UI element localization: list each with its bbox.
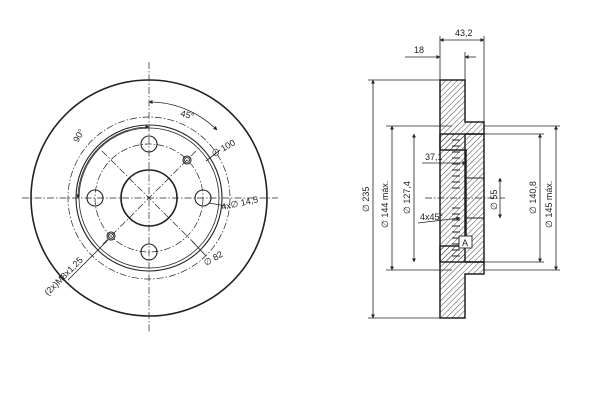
chamfer-label: 4x45° bbox=[420, 212, 444, 222]
dim-43-2-label: 43,2 bbox=[455, 28, 473, 38]
dim-144-label: ∅ 144 máx. bbox=[380, 181, 390, 228]
angle-90-label: 90° bbox=[71, 127, 87, 144]
dim-127-4-label: ∅ 127,4 bbox=[402, 181, 412, 214]
thread-hole-upper-right-minor bbox=[184, 157, 190, 163]
dim-37-1-label: 37,1 bbox=[425, 152, 443, 162]
holes-label: 4x∅ 14,5 bbox=[220, 194, 259, 212]
hub-section bbox=[439, 133, 485, 263]
angle-90-arc bbox=[76, 125, 150, 199]
dim-235-label: ∅ 235 bbox=[361, 187, 371, 212]
side-section-view: 43,2 18 ∅ 235 ∅ 144 máx. ∅ 127,4 37,1 ∅ … bbox=[361, 28, 560, 319]
datum-box bbox=[458, 235, 473, 249]
thread-hole-lower-left bbox=[106, 231, 116, 241]
leader-threads bbox=[67, 239, 109, 281]
bolt-hole-bottom bbox=[140, 243, 158, 261]
dim-18-label: 18 bbox=[414, 45, 424, 55]
leader-dia-82 bbox=[191, 240, 207, 257]
leader-dia-100 bbox=[205, 149, 221, 162]
datum-label: A bbox=[462, 238, 468, 248]
dim-145-label: ∅ 145 máx. bbox=[544, 181, 554, 228]
thread-hole-upper-right bbox=[182, 155, 192, 165]
dia-100-label: ∅ 100 bbox=[210, 137, 237, 158]
dim-55-label: ∅ 55 bbox=[489, 190, 499, 210]
thread-hole-lower-left-minor bbox=[108, 233, 114, 239]
bolt-hole-right bbox=[194, 189, 212, 207]
dim-140-8-label: ∅ 140,8 bbox=[528, 181, 538, 214]
leader-holes bbox=[208, 202, 227, 207]
vent-slots bbox=[452, 139, 460, 257]
leader-chamfer bbox=[417, 216, 461, 224]
angle-45-arc bbox=[148, 99, 218, 131]
angle-45-label: 45° bbox=[179, 108, 195, 121]
front-view: 90° 45° ∅ 100 4x∅ 14,5 ∅ 82 (2x)M8x1,25 bbox=[22, 62, 278, 332]
dia-82-label: ∅ 82 bbox=[202, 249, 225, 268]
